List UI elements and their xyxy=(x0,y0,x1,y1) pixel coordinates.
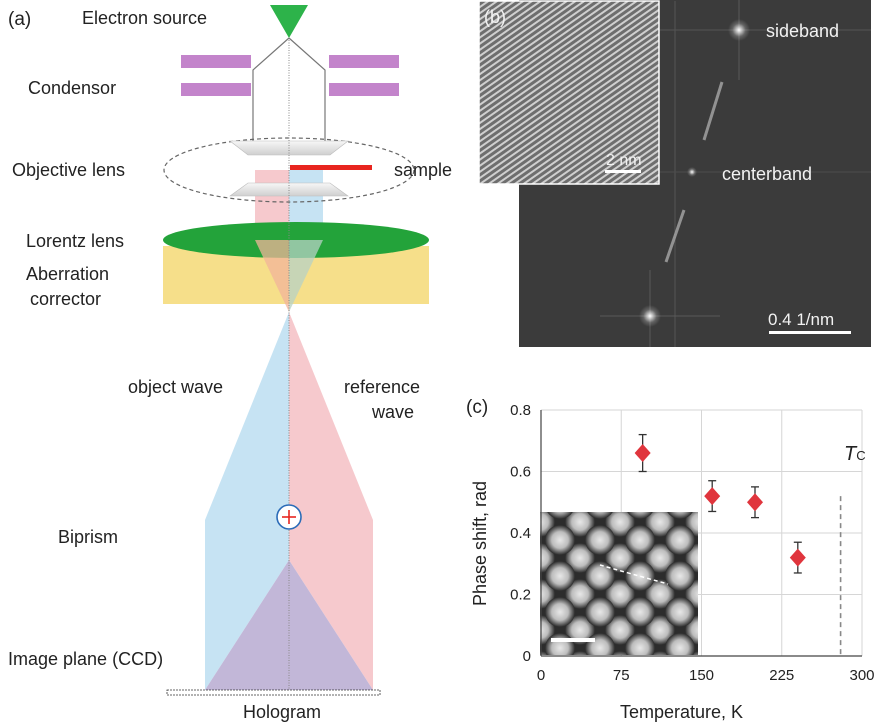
image-plane-label: Image plane (CCD) xyxy=(8,649,163,669)
reference-wave-beam xyxy=(289,312,373,690)
x-tick-label: 150 xyxy=(689,667,714,684)
sample-label: sample xyxy=(394,160,452,180)
y-tick-label: 0.8 xyxy=(510,402,531,419)
panel-c-label: (c) xyxy=(466,397,488,418)
panel-a-label: (a) xyxy=(8,9,31,30)
tc-label: TC xyxy=(844,443,866,465)
y-tick-label: 0 xyxy=(523,648,531,665)
objective-lens-label: Objective lens xyxy=(12,160,125,180)
fft-diagonal-streak-lower xyxy=(664,209,686,263)
reference-wave-label-1: reference xyxy=(344,377,420,397)
biprism-label: Biprism xyxy=(58,527,118,547)
x-tick-label: 300 xyxy=(849,667,874,684)
skyrmion-inset xyxy=(540,512,698,655)
hologram-label: Hologram xyxy=(243,702,321,722)
main-scale-label: 0.4 1/nm xyxy=(768,310,834,329)
panel-b-label: (b) xyxy=(484,7,506,27)
chart-marks xyxy=(634,433,842,656)
sideband-label: sideband xyxy=(766,21,839,41)
lower-sideband-spot xyxy=(639,305,661,327)
x-tick-label: 225 xyxy=(769,667,794,684)
y-axis-label: Phase shift, rad xyxy=(470,481,490,606)
panel-b: 2 nm (b) sideband centerband 0.4 1/nm xyxy=(478,0,871,347)
data-point xyxy=(634,444,651,463)
electron-source-label: Electron source xyxy=(82,8,207,28)
electron-source-icon xyxy=(270,5,308,38)
sample-bar xyxy=(290,165,372,170)
objective-pole-lower xyxy=(229,182,349,197)
tc-symbol: T xyxy=(844,443,858,465)
object-beam-converge xyxy=(255,240,289,312)
tc-subscript: C xyxy=(856,448,865,463)
data-point xyxy=(747,493,763,512)
object-wave-label: object wave xyxy=(128,377,223,397)
reference-wave-label-2: wave xyxy=(371,402,414,422)
aberration-label-2: corrector xyxy=(30,289,101,309)
chart-axes: 0 0.2 0.4 0.6 0.8 0 75 150 225 300 xyxy=(510,402,874,684)
column-outline-left xyxy=(252,37,290,150)
sideband-spot xyxy=(728,19,750,41)
column-outline-right xyxy=(288,37,326,150)
panel-a: (a) xyxy=(8,5,452,722)
condensor-left-top xyxy=(181,55,251,68)
x-tick-label: 75 xyxy=(613,667,630,684)
main-scalebar xyxy=(769,331,851,334)
data-point xyxy=(704,487,721,506)
fft-diagonal-streak-upper xyxy=(702,81,724,141)
skyrmion-scalebar xyxy=(551,638,595,642)
x-axis-label: Temperature, K xyxy=(620,702,743,722)
image-plane-ccd xyxy=(166,689,381,696)
y-tick-label: 0.2 xyxy=(510,587,531,604)
centerband-label: centerband xyxy=(722,164,812,184)
panel-c: (c) 0 0.2 0.4 0.6 0.8 0 75 150 225 300 TC Tempera… xyxy=(466,397,875,722)
x-tick-label: 0 xyxy=(537,667,545,684)
condensor-left-bottom xyxy=(181,83,251,96)
lattice-inset xyxy=(478,0,660,185)
condensor-right-top xyxy=(329,55,399,68)
inset-scale-label: 2 nm xyxy=(606,152,642,169)
inset-scalebar xyxy=(605,170,641,173)
inset-dashed-path xyxy=(599,564,669,585)
y-tick-label: 0.6 xyxy=(510,464,531,481)
reference-beam-converge xyxy=(289,240,323,312)
condensor-label: Condensor xyxy=(28,78,116,98)
y-tick-label: 0.4 xyxy=(510,525,531,542)
lorentz-lens-label: Lorentz lens xyxy=(26,231,124,251)
data-point xyxy=(789,548,806,567)
centerband-spot xyxy=(687,167,697,177)
object-wave-beam xyxy=(205,312,289,690)
aberration-label-1: Aberration xyxy=(26,264,109,284)
condensor-right-bottom xyxy=(329,83,399,96)
